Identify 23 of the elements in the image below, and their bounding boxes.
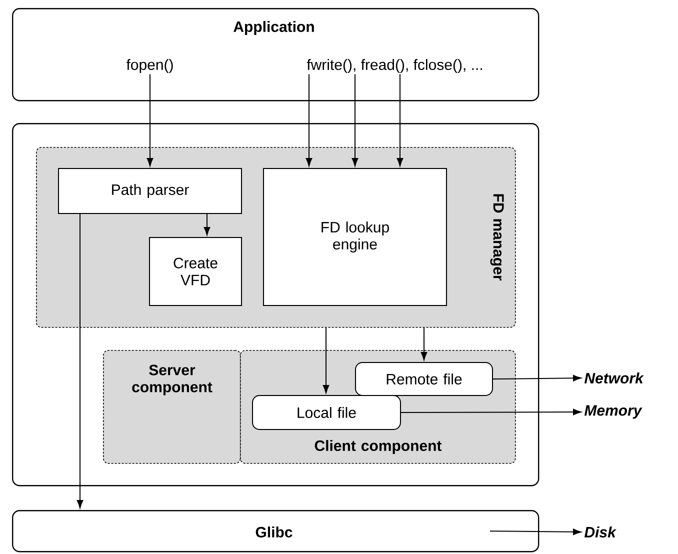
library-box: Glibc (12, 510, 540, 552)
arrow (400, 408, 582, 416)
process-box: FD lookup engine (263, 168, 447, 306)
file-box: Remote file (355, 362, 493, 396)
arrow (306, 74, 312, 166)
function-label: fopen() (126, 59, 173, 73)
arrow (492, 374, 582, 382)
file-box: Local file (252, 395, 401, 430)
arrow (204, 214, 210, 236)
component-region: Server component (103, 350, 241, 464)
arrow (396, 74, 404, 166)
arrow (146, 74, 154, 166)
process-box: Create VFD (149, 237, 242, 306)
process-box: Path parser (58, 168, 242, 214)
function-label: fwrite(), fread(), fclose(), ... (306, 59, 482, 73)
arrow (420, 327, 428, 360)
arrow (76, 214, 84, 508)
target-label: Disk (584, 526, 616, 538)
arrow (352, 74, 358, 166)
arrow (322, 327, 330, 394)
target-label: Memory (584, 405, 642, 419)
target-label: Network (584, 372, 644, 384)
arrow (490, 528, 582, 536)
